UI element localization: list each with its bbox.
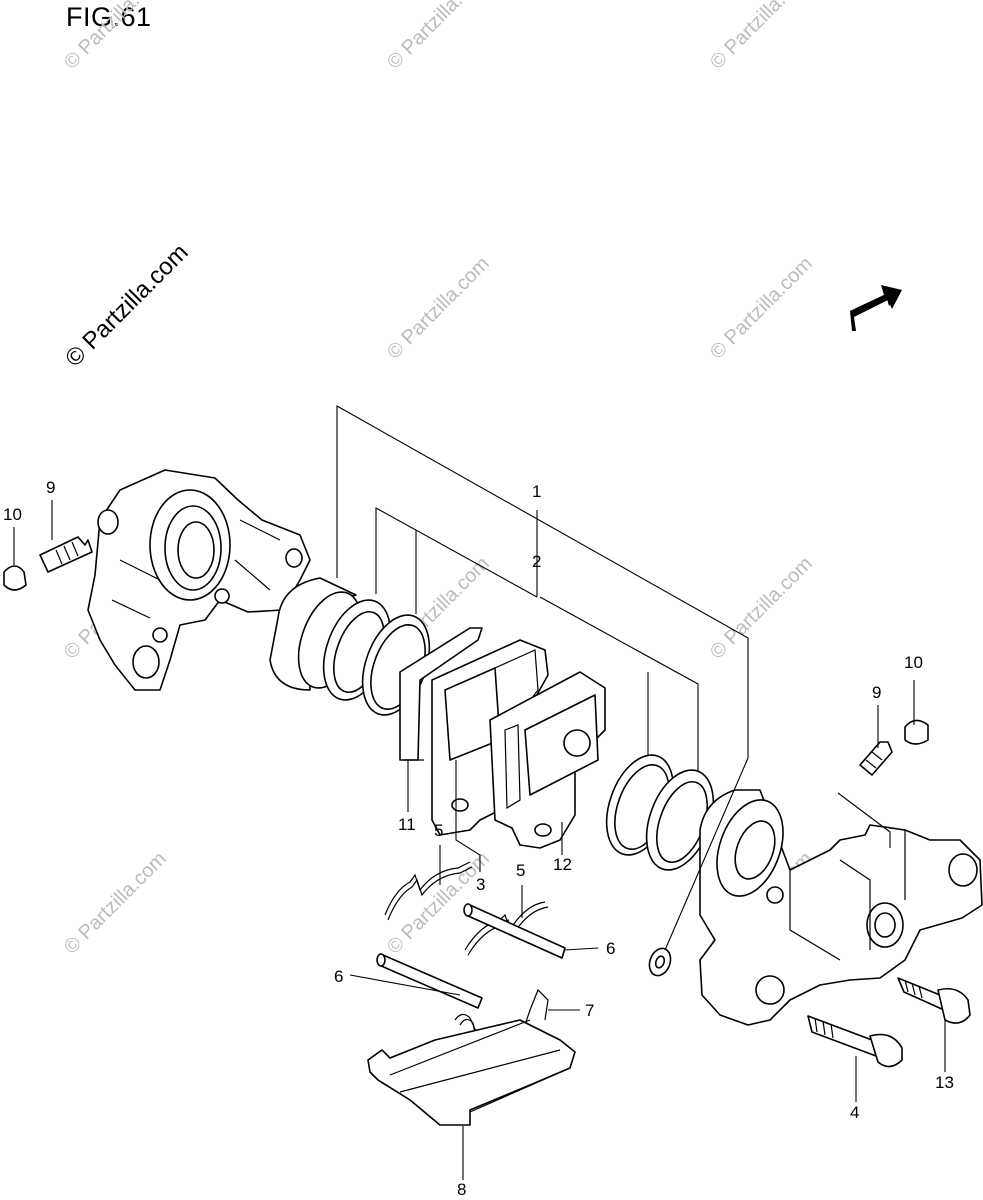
brake-pad-right — [489, 671, 606, 849]
caliper-bolt — [807, 1015, 903, 1068]
watermark: © Partzilla.com — [383, 253, 494, 364]
watermark: © Partzilla.com — [383, 0, 494, 74]
caliper-housing-left — [87, 469, 311, 691]
callout-2: 2 — [532, 552, 541, 571]
bleeder-screw-right — [859, 741, 893, 776]
bleeder-cap-left — [3, 565, 27, 591]
callout-3: 3 — [476, 875, 485, 894]
callout-11: 11 — [398, 815, 416, 834]
callout-5a: 5 — [434, 821, 443, 840]
kit-bracket-lines — [336, 405, 749, 780]
mounting-bolt — [897, 977, 971, 1024]
callout-labels: 1 2 3 4 5 5 6 6 7 8 9 9 10 10 11 12 13 — [3, 478, 954, 1199]
watermark: © Partzilla.com — [706, 0, 817, 74]
callout-7: 7 — [585, 1001, 594, 1020]
callout-13: 13 — [935, 1073, 954, 1092]
figure-title: FIG.61 — [66, 2, 152, 32]
watermark: © Partzilla.com — [60, 0, 171, 74]
watermark: © Partzilla.com — [706, 553, 817, 664]
callout-1: 1 — [532, 482, 541, 501]
watermark: © Partzilla.com — [706, 253, 817, 364]
washer — [648, 947, 672, 977]
pad-pin-lower — [376, 953, 483, 1009]
callout-9a: 9 — [46, 478, 55, 497]
leader-lines — [13, 500, 946, 1180]
callout-12: 12 — [553, 855, 572, 874]
callout-8: 8 — [457, 1180, 466, 1199]
callout-4: 4 — [850, 1103, 859, 1122]
pad-spring-left — [384, 861, 473, 921]
bleeder-screw-left — [39, 536, 93, 573]
caliper-housing-right — [699, 789, 983, 1026]
fwd-arrow-icon: FWD — [850, 285, 902, 331]
callout-5b: 5 — [516, 861, 525, 880]
callout-10b: 10 — [904, 653, 923, 672]
pad-pin-upper — [463, 903, 566, 959]
callout-9b: 9 — [872, 683, 881, 702]
callout-10a: 10 — [3, 505, 22, 524]
watermark: © Partzilla.com — [60, 848, 171, 959]
callout-6a: 6 — [606, 939, 615, 958]
pad-shim — [399, 627, 483, 761]
callout-6b: 6 — [334, 967, 343, 986]
watermark-primary: © Partzilla.com — [60, 239, 193, 372]
pad-spring-right — [464, 901, 549, 956]
bleeder-cap-right — [904, 719, 929, 745]
pad-cover — [367, 1019, 576, 1126]
